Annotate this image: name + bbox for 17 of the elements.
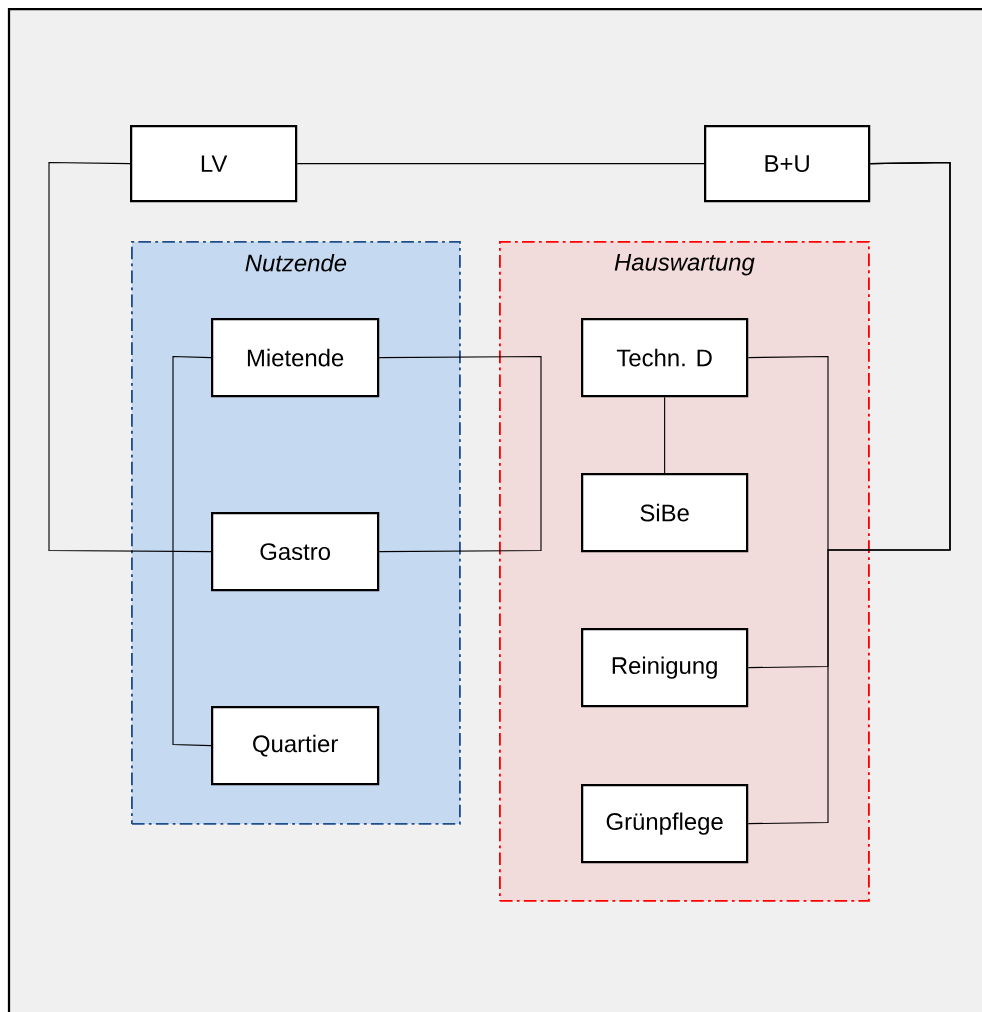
process-box: Quartier [211,706,380,786]
process-box: LV [130,125,298,203]
process-box: SiBe [581,473,749,553]
connector-line [747,161,951,825]
process-box: Reinigung [581,628,749,708]
group-heading: Hauswartung [614,253,755,276]
connector-line [172,355,212,747]
process-box: Gastro [211,512,380,592]
connector-line [378,355,542,553]
connector-line [296,163,705,165]
process-box: B+U [704,125,871,203]
group-heading: Nutzende [245,254,347,272]
connector-line [664,396,666,474]
process-box: Techn. D [581,318,749,398]
process-box: Mietende [211,318,380,398]
connector-line [48,161,212,553]
process-box: Grünpflege [581,784,749,864]
